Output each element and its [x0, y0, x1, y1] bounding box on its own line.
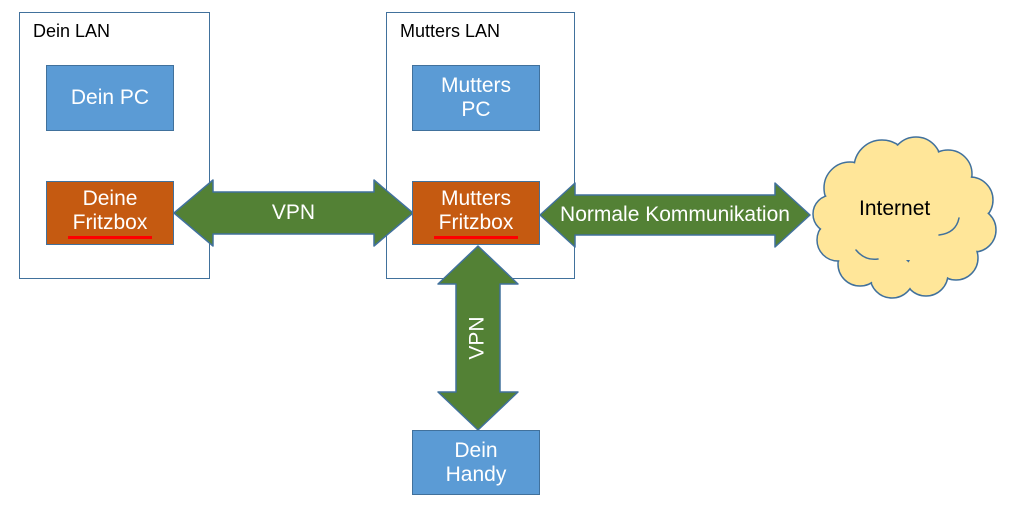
- vpn-arrow-horizontal: [173, 179, 414, 247]
- lan-title-mutters: Mutters LAN: [400, 21, 501, 41]
- node-mutters-fritzbox: Mutters Fritzbox: [412, 181, 540, 245]
- node-dein-handy-line1: Dein: [454, 438, 498, 462]
- lan-title-dein: Dein LAN: [33, 21, 111, 41]
- node-deine-fritzbox: Deine Fritzbox: [46, 181, 174, 245]
- node-dein-pc-label: Dein PC: [70, 86, 150, 109]
- internet-label: Internet: [859, 197, 931, 221]
- node-dein-handy-line2: Handy: [445, 462, 507, 486]
- lan-container-dein: Dein LAN: [19, 12, 210, 279]
- node-mutters-fritzbox-line2: Fritzbox: [433, 211, 519, 239]
- node-mutters-pc: Mutters PC: [412, 65, 540, 131]
- node-mutters-pc-line1: Mutters: [440, 74, 511, 97]
- node-mutters-fritzbox-line1: Mutters: [440, 187, 511, 210]
- vpn-arrow-vertical: [437, 245, 519, 431]
- node-deine-fritzbox-line1: Deine: [82, 187, 138, 210]
- node-mutters-pc-line2: PC: [461, 98, 491, 121]
- node-deine-fritzbox-line2: Fritzbox: [67, 211, 153, 239]
- node-dein-handy: Dein Handy: [412, 430, 540, 495]
- node-dein-pc: Dein PC: [46, 65, 174, 131]
- cloud-shape: [812, 136, 997, 299]
- internet-cloud: Internet: [810, 130, 997, 302]
- normal-communication-arrow: [539, 182, 811, 248]
